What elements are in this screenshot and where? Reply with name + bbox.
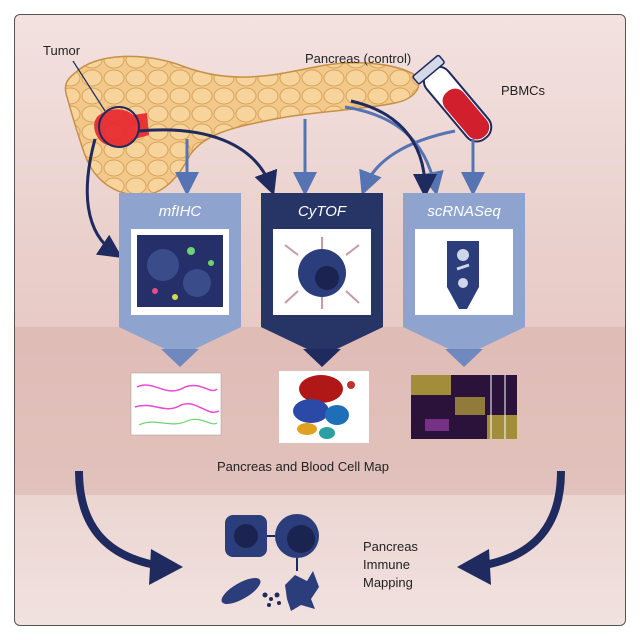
heatmap [411,375,517,439]
mfihc-title: mfIHC [158,203,202,220]
immune-mapping-label: Pancreas Immune Mapping [363,538,453,592]
tsne-plot [279,371,369,443]
tumor-region [72,60,149,148]
panel-cytof [261,193,383,367]
blood-tube [412,54,493,143]
scrnaseq-title: scRNASeq [427,203,501,220]
pancreas-control-label: Pancreas (control) [305,51,412,66]
mfihc-header: mfIHC [119,193,241,227]
histology-map [130,372,222,436]
immune-cells [221,514,319,611]
tumor-arrows [85,99,437,258]
pbmcs-label: PBMCs [501,83,546,98]
abstract-frame: Tumor Pancreas (control) PBMCs mfIHC CyT… [14,14,626,626]
scrnaseq-header: scRNASeq [403,193,525,227]
cytof-header: CyTOF [261,193,383,227]
mapping-line-3: Mapping [363,575,413,590]
cell-map-label: Pancreas and Blood Cell Map [217,459,389,474]
mapping-line-2: Immune [363,557,410,572]
mapping-line-1: Pancreas [363,539,418,554]
tumor-label: Tumor [43,43,81,58]
merge-arrows [75,470,565,585]
cytof-title: CyTOF [297,203,347,220]
panel-mfihc [119,193,241,367]
diagram-canvas [64,54,565,611]
pancreas-organ [64,55,420,196]
panel-scrnaseq [403,193,525,367]
